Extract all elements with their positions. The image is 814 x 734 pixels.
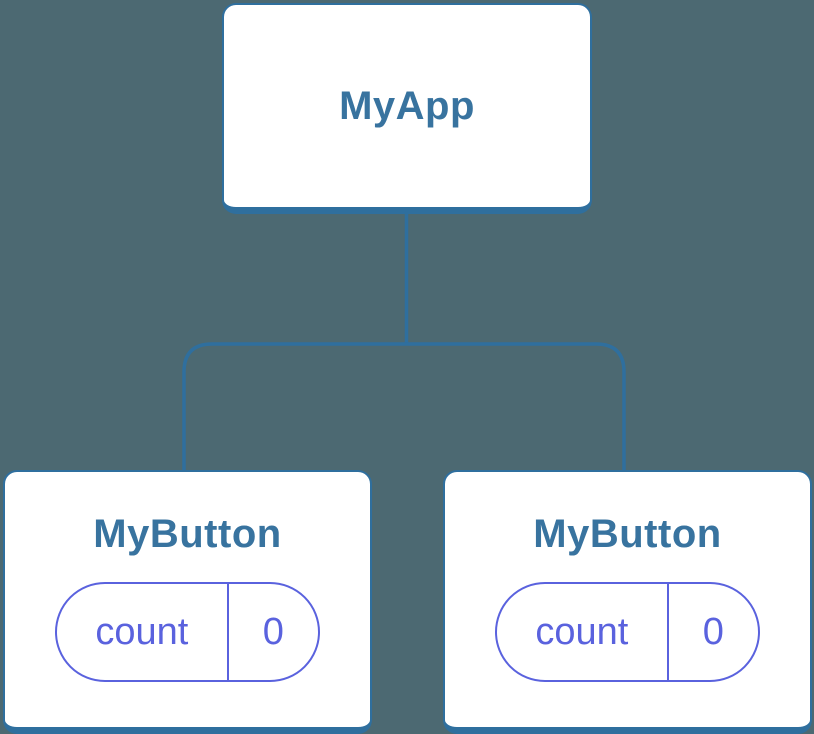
state-value-1: 0 — [262, 610, 284, 653]
node-label-mybutton-2: MyButton — [533, 512, 722, 556]
state-pill-1: count 0 — [55, 582, 320, 682]
state-pill-2: count 0 — [495, 582, 760, 682]
state-key-1: count — [57, 584, 229, 680]
tree-node-myapp: MyApp — [222, 3, 592, 214]
node-label-mybutton-1: MyButton — [93, 512, 282, 556]
tree-node-mybutton-2: MyButton count 0 — [443, 470, 812, 734]
tree-node-mybutton-1: MyButton count 0 — [3, 470, 372, 734]
node-label-myapp: MyApp — [339, 84, 475, 128]
state-key-2: count — [497, 584, 669, 680]
state-value-2: 0 — [702, 610, 724, 653]
connector-bracket-line — [182, 342, 626, 472]
